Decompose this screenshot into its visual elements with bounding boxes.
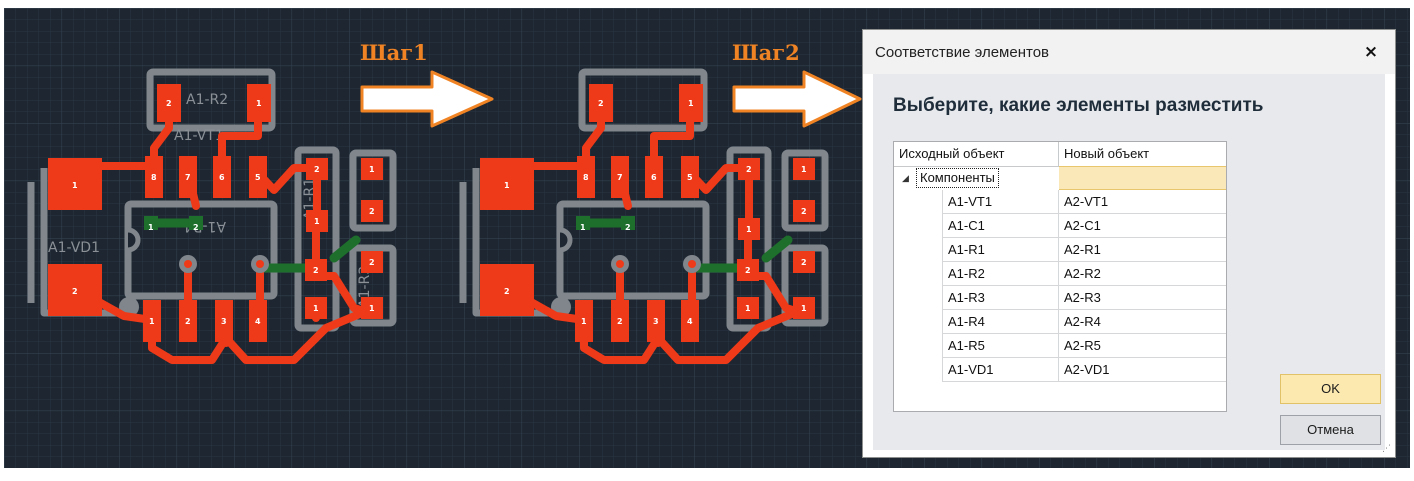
dialog-heading: Выберите, какие элементы разместить (893, 95, 1264, 116)
column-header-target[interactable]: Новый объект (1064, 146, 1150, 161)
svg-text:1: 1 (745, 304, 751, 313)
svg-text:6: 6 (651, 173, 657, 182)
target-cell[interactable]: A2-VT1 (1059, 190, 1226, 214)
svg-text:1: 1 (149, 317, 155, 326)
svg-text:2: 2 (193, 223, 199, 232)
svg-text:5: 5 (255, 173, 261, 182)
svg-text:2: 2 (369, 207, 375, 216)
source-cell: A1-R3 (942, 286, 1059, 310)
svg-text:2: 2 (598, 99, 604, 108)
group-target-cell[interactable] (1059, 166, 1226, 190)
silk-label-r2: A1-R2 (186, 92, 228, 108)
svg-text:1: 1 (801, 304, 807, 313)
target-cell[interactable]: A2-R2 (1059, 262, 1226, 286)
svg-text:1: 1 (256, 99, 262, 108)
svg-text:8: 8 (151, 173, 157, 182)
svg-text:4: 4 (255, 317, 261, 326)
source-cell: A1-R1 (942, 238, 1059, 262)
step2-arrow: Шаг2 (732, 40, 862, 128)
step1-arrow: Шаг1 (360, 40, 494, 128)
svg-text:1: 1 (801, 165, 807, 174)
svg-text:7: 7 (617, 173, 623, 182)
mapping-tree[interactable]: Исходный объект Новый объект ◢ Компонент… (893, 141, 1227, 412)
dialog-titlebar[interactable]: Соответствие элементов × (863, 30, 1395, 74)
pcb-board-placed: 2 1 8 7 6 5 1 2 1 2 3 4 2 1 1 2 2 1 2 1 1 2 (459, 68, 829, 364)
step2-label: Шаг2 (732, 40, 800, 65)
svg-text:3: 3 (221, 317, 227, 326)
svg-text:1: 1 (72, 181, 78, 190)
svg-text:4: 4 (687, 317, 693, 326)
target-cell[interactable]: A2-R4 (1059, 310, 1226, 334)
silk-label-vt1: A1-VT1 (174, 128, 224, 144)
pcb-board-original: A1-R2 A1-VT1 A1-VD1 A1-R4 A1-R1 A1-R3 (27, 68, 397, 364)
svg-text:1: 1 (580, 223, 586, 232)
svg-text:8: 8 (583, 173, 589, 182)
svg-text:1: 1 (504, 181, 510, 190)
svg-text:2: 2 (617, 317, 623, 326)
silk-label-vd1: A1-VD1 (48, 240, 100, 256)
svg-text:7: 7 (185, 173, 191, 182)
tree-group-row[interactable]: ◢ Компоненты (894, 166, 1226, 190)
svg-text:2: 2 (504, 287, 510, 296)
svg-text:1: 1 (688, 99, 694, 108)
target-cell[interactable]: A2-VD1 (1059, 358, 1226, 382)
source-cell: A1-VT1 (942, 190, 1059, 214)
close-icon[interactable]: × (1363, 42, 1379, 62)
source-cell: A1-R4 (942, 310, 1059, 334)
column-header-source[interactable]: Исходный объект (894, 142, 1059, 166)
svg-text:1: 1 (313, 304, 319, 313)
tree-header: Исходный объект Новый объект (894, 142, 1226, 167)
svg-text:2: 2 (72, 287, 78, 296)
step1-label: Шаг1 (360, 40, 428, 65)
source-cell: A1-VD1 (942, 358, 1059, 382)
group-label[interactable]: Компоненты (916, 168, 999, 188)
target-cell[interactable]: A2-C1 (1059, 214, 1226, 238)
dialog-body: Выберите, какие элементы разместить Исхо… (873, 74, 1385, 450)
svg-text:1: 1 (746, 225, 752, 234)
svg-text:2: 2 (166, 99, 172, 108)
resize-grip-icon[interactable]: ⋰ (1382, 444, 1391, 454)
dialog-title: Соответствие элементов (875, 44, 1050, 61)
svg-text:1: 1 (314, 217, 320, 226)
svg-text:1: 1 (369, 304, 375, 313)
element-matching-dialog: Соответствие элементов × Выберите, какие… (862, 29, 1396, 458)
svg-text:2: 2 (314, 165, 320, 174)
source-cell: A1-C1 (942, 214, 1059, 238)
svg-text:2: 2 (313, 266, 319, 275)
svg-text:2: 2 (369, 258, 375, 267)
svg-text:1: 1 (148, 223, 154, 232)
source-cell: A1-R5 (942, 334, 1059, 358)
svg-text:1: 1 (581, 317, 587, 326)
svg-text:2: 2 (185, 317, 191, 326)
svg-text:2: 2 (745, 266, 751, 275)
svg-text:2: 2 (625, 223, 631, 232)
svg-text:6: 6 (219, 173, 225, 182)
svg-text:1: 1 (369, 165, 375, 174)
svg-text:5: 5 (687, 173, 693, 182)
svg-text:2: 2 (746, 165, 752, 174)
ok-button[interactable]: OK (1280, 374, 1381, 404)
svg-text:3: 3 (653, 317, 659, 326)
target-cell[interactable]: A2-R3 (1059, 286, 1226, 310)
target-cell[interactable]: A2-R1 (1059, 238, 1226, 262)
source-cell: A1-R2 (942, 262, 1059, 286)
target-cell[interactable]: A2-R5 (1059, 334, 1226, 358)
cancel-button[interactable]: Отмена (1280, 415, 1381, 445)
svg-text:2: 2 (801, 207, 807, 216)
collapse-triangle-icon[interactable]: ◢ (902, 173, 909, 183)
svg-text:2: 2 (801, 258, 807, 267)
